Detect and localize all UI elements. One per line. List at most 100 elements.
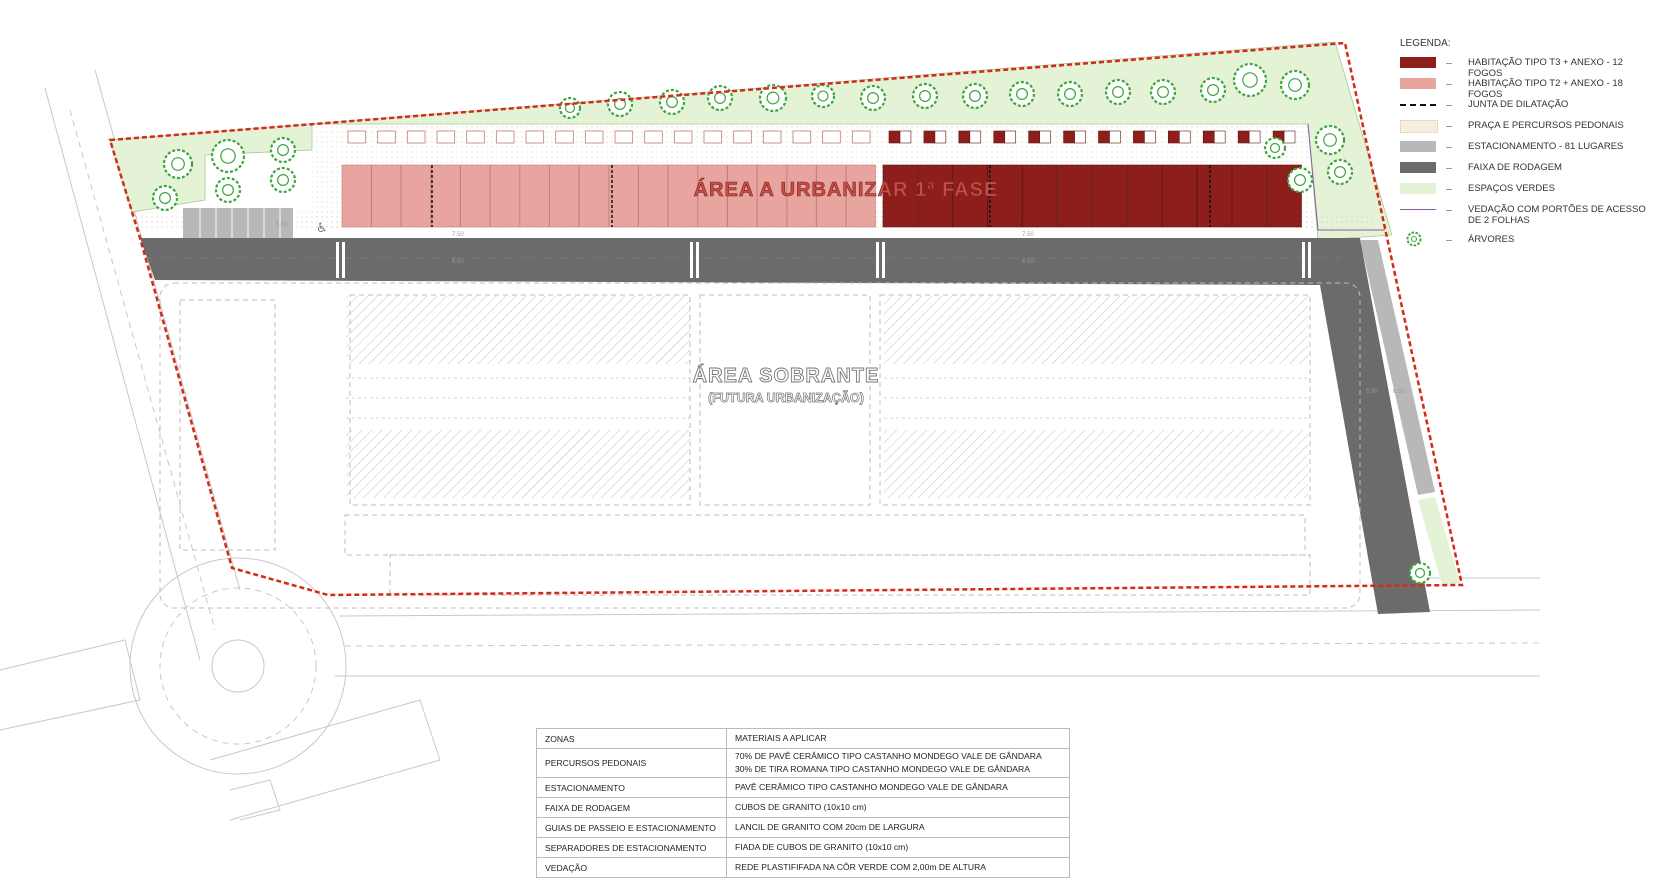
materials-row: SEPARADORES DE ESTACIONAMENTO FIADA DE CU…: [536, 837, 1070, 858]
legend-item: VEDAÇÃO COM PORTÕES DE ACESSO DE 2 FOLHA…: [1400, 202, 1650, 232]
house-t3: [917, 164, 953, 228]
housing-row: [341, 130, 1302, 228]
tree-icon: [658, 88, 686, 116]
annex-t3-white: [1248, 130, 1261, 144]
legend-label: ÁRVORES: [1468, 234, 1515, 245]
legend-leader: [1446, 63, 1452, 64]
annex-t3: [1098, 130, 1110, 144]
hatched-blocks: [346, 296, 1308, 498]
legend: LEGENDA: HABITAÇÃO TIPO T3 + ANEXO - 12 …: [1400, 38, 1650, 253]
dimension-label: 6.50: [1393, 389, 1405, 395]
legend-leader: [1446, 240, 1452, 241]
legend-label: FAIXA DE RODAGEM: [1468, 162, 1562, 173]
house-t2: [638, 164, 669, 228]
legend-item: JUNTA DE DILATAÇÃO: [1400, 97, 1650, 118]
house-t3: [1127, 164, 1163, 228]
house-t3: [1092, 164, 1128, 228]
annex-t2: [762, 130, 782, 144]
house-t2: [579, 164, 609, 228]
legend-item: HABITAÇÃO TIPO T2 + ANEXO - 18 FOGOS: [1400, 76, 1650, 100]
tree-icon: [961, 82, 989, 110]
annex-t3-white: [1179, 130, 1191, 144]
legend-leader: [1446, 147, 1452, 148]
tree-icon: [162, 148, 194, 180]
tree-icon: [151, 184, 179, 212]
annex-t3-white: [1144, 130, 1156, 144]
tree-icon: [1408, 561, 1432, 585]
annex-t2: [822, 130, 841, 144]
tree-icon: [810, 83, 836, 109]
tree-icon: [1326, 158, 1354, 186]
house-t2: [846, 164, 876, 228]
materials-material: FIADA DE CUBOS DE GRANITO (10x10 cm): [726, 837, 1070, 858]
annex-t2: [614, 130, 634, 144]
house-t2: [668, 164, 698, 228]
house-t2: [371, 164, 402, 228]
tree-icon: [1279, 69, 1311, 101]
materials-material-line: FIADA DE CUBOS DE GRANITO (10x10 cm): [735, 842, 909, 852]
legend-label: PRAÇA E PERCURSOS PEDONAIS: [1468, 120, 1624, 131]
legend-leader: [1446, 168, 1452, 169]
house-t2: [401, 164, 431, 228]
tree-icon: [859, 84, 887, 112]
tree-icon: [210, 138, 246, 174]
legend-label: HABITAÇÃO TIPO T3 + ANEXO - 12 FOGOS: [1468, 57, 1623, 79]
materials-material-line: LANCIL DE GRANITO COM 20cm DE LARGURA: [735, 822, 925, 832]
house-t3: [882, 164, 918, 228]
legend-item: HABITAÇÃO TIPO T3 + ANEXO - 12 FOGOS: [1400, 55, 1650, 79]
annex-t2: [525, 130, 545, 144]
dimension-label: 7.50: [1022, 232, 1034, 238]
house-t2: [460, 164, 491, 228]
annex-t2: [792, 130, 812, 144]
materials-material-line: PAVÊ CERÂMICO TIPO CASTANHO MONDEGO VALE…: [735, 782, 1008, 792]
tree-icon: [911, 82, 939, 110]
materials-material-line: MATERIAIS A APLICAR: [735, 733, 827, 743]
tree-icon: [758, 83, 788, 113]
tree-icon: [1008, 80, 1036, 108]
legend-leader: [1446, 189, 1452, 190]
legend-line-swatch: [1400, 209, 1436, 210]
dimension-label: 6.50: [452, 259, 464, 265]
materials-material-line: 30% DE TIRA ROMANA TIPO CASTANHO MONDEGO…: [735, 764, 1030, 774]
annex-t3: [1168, 130, 1180, 144]
house-t3: [1057, 164, 1093, 228]
house-t2: [341, 164, 372, 228]
materials-material: PAVÊ CERÂMICO TIPO CASTANHO MONDEGO VALE…: [726, 777, 1070, 798]
annex-t3-white: [934, 130, 947, 144]
materials-material-line: REDE PLASTIFIFADA NA CÔR VERDE COM 2,00m…: [735, 862, 987, 872]
materials-zone: SEPARADORES DE ESTACIONAMENTO: [536, 837, 727, 858]
dimension-label: 7.50: [452, 232, 464, 238]
materials-zone: FAIXA DE RODAGEM: [536, 797, 727, 818]
legend-label: JUNTA DE DILATAÇÃO: [1468, 99, 1569, 110]
legend-item: ESTACIONAMENTO - 81 LUGARES: [1400, 139, 1650, 160]
legend-swatch: [1400, 141, 1436, 152]
house-t2: [786, 164, 817, 228]
annex-t2: [406, 130, 426, 144]
annex-t3: [1202, 130, 1215, 144]
annex-t2: [584, 130, 604, 144]
area-phase1-label: ÁREA A URBANIZAR 1ª FASE: [694, 178, 999, 201]
legend-item: FAIXA DE RODAGEM: [1400, 160, 1650, 181]
tree-icon: [1400, 231, 1436, 247]
site-boundary: [108, 41, 1464, 597]
legend-label: ESPAÇOS VERDES: [1468, 183, 1555, 194]
area-remaining-sublabel: (FUTURA URBANIZAÇÃO): [708, 390, 864, 405]
annex-t3: [958, 130, 971, 144]
annex-t3-white: [1004, 130, 1016, 144]
gate-fence: [1307, 123, 1385, 231]
legend-swatch: [1400, 183, 1436, 194]
tree-icon: [1149, 78, 1177, 106]
house-t2: [430, 164, 461, 228]
accessible-parking-icon: ♿: [316, 221, 328, 236]
annex-t2: [673, 130, 693, 144]
annex-t3: [1063, 130, 1075, 144]
tree-icon: [214, 176, 242, 204]
dimension-label: 6.50: [1022, 259, 1034, 265]
house-t2: [549, 164, 580, 228]
annex-t2: [851, 130, 871, 144]
